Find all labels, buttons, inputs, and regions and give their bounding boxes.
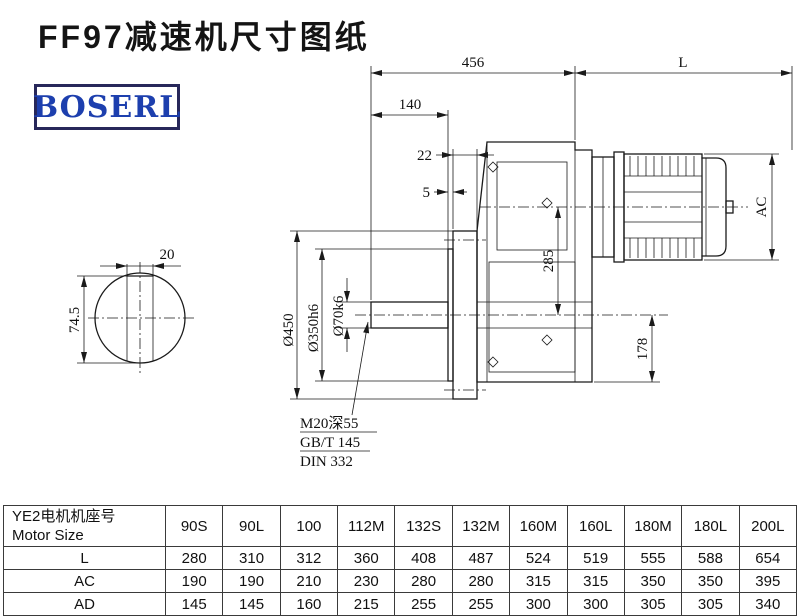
table-cell: 408	[394, 546, 453, 570]
col-header: 160L	[566, 505, 625, 547]
table-cell: 487	[451, 546, 511, 570]
motor-body	[623, 153, 703, 261]
col-header: 200L	[738, 505, 798, 547]
col-header: 132S	[394, 505, 453, 547]
main-view	[355, 141, 748, 400]
col-header: 160M	[509, 505, 568, 547]
motor-size-header: YE2电机机座号 Motor Size	[3, 505, 166, 547]
table-cell: 340	[738, 592, 798, 616]
table-cell: 145	[222, 592, 281, 616]
table-cell: 255	[451, 592, 511, 616]
row-label: L	[3, 546, 166, 570]
row-label: AC	[3, 569, 166, 593]
bolt-hole-marker	[541, 197, 553, 209]
motor-size-header-cn: YE2电机机座号	[12, 507, 116, 525]
page-title: FF97减速机尺寸图纸	[38, 19, 370, 55]
col-header: 132M	[451, 505, 511, 547]
table-row: AC 190 190 210 230 280 280 315 315 350 3…	[3, 569, 798, 593]
shaft-section-view: 20 74.5	[67, 247, 196, 374]
dim-L-label: L	[678, 55, 687, 71]
table-cell: 395	[738, 569, 798, 593]
table-cell: 305	[623, 592, 683, 616]
table-row: AD 145 145 160 215 255 255 300 300 305 3…	[3, 592, 798, 616]
table-cell: 190	[164, 569, 224, 593]
col-header: 180M	[623, 505, 683, 547]
table-cell: 360	[337, 546, 396, 570]
table-row: L 280 310 312 360 408 487 524 519 555 58…	[3, 546, 798, 570]
table-cell: 312	[279, 546, 339, 570]
table-cell: 588	[681, 546, 740, 570]
dim-spigot-dia-label: Ø350h6	[306, 303, 322, 352]
table-cell: 210	[279, 569, 339, 593]
table-cell: 555	[623, 546, 683, 570]
dim-140-label: 140	[399, 97, 422, 113]
motor	[591, 151, 734, 263]
motor-size-header-en: Motor Size	[12, 527, 84, 544]
thread-spec-label: M20深55	[300, 415, 358, 432]
bolt-hole-marker	[487, 161, 499, 173]
motor-rear-shaft	[725, 200, 734, 214]
thread-gb-standard: GB/T 145	[300, 435, 360, 451]
dim-20-label: 20	[160, 247, 175, 263]
table-cell: 654	[738, 546, 798, 570]
table-cell: 350	[623, 569, 683, 593]
col-header: 112M	[337, 505, 396, 547]
table-cell: 305	[681, 592, 740, 616]
table-cell: 190	[222, 569, 281, 593]
table-cell: 280	[451, 569, 511, 593]
table-cell: 255	[394, 592, 453, 616]
dimension-table: YE2电机机座号 Motor Size 90S 90L 100 112M 132…	[3, 505, 798, 616]
bolt-hole-marker	[487, 356, 499, 368]
table-cell: 315	[509, 569, 568, 593]
table-header-row: YE2电机机座号 Motor Size 90S 90L 100 112M 132…	[3, 505, 798, 547]
dim-5-label: 5	[423, 185, 431, 201]
table-cell: 315	[566, 569, 625, 593]
dim-key-height: 74.5	[67, 275, 140, 364]
thread-callout: M20深55 GB/T 145 DIN 332	[300, 321, 377, 470]
dim-AC-label: AC	[754, 197, 770, 218]
dim-178-label: 178	[635, 338, 651, 361]
dimensions: 456 L 140 22 5 AC 285 178 Ø4	[281, 55, 793, 470]
dim-shaft-dia-label: Ø70k6	[331, 295, 347, 336]
table-cell: 215	[337, 592, 396, 616]
table-cell: 145	[164, 592, 224, 616]
dim-74-5-label: 74.5	[67, 307, 83, 333]
col-header: 180L	[681, 505, 740, 547]
logo-text: BOSERL	[32, 89, 182, 125]
bolt-hole-marker	[541, 334, 553, 346]
table-cell: 524	[509, 546, 568, 570]
table-cell: 350	[681, 569, 740, 593]
thread-din-standard: DIN 332	[300, 454, 353, 470]
gearbox-housing	[476, 141, 593, 383]
table-cell: 280	[394, 569, 453, 593]
table-cell: 300	[509, 592, 568, 616]
table-cell: 280	[164, 546, 224, 570]
table-cell: 519	[566, 546, 625, 570]
table-cell: 300	[566, 592, 625, 616]
table-cell: 160	[279, 592, 339, 616]
table-cell: 310	[222, 546, 281, 570]
dim-22-label: 22	[417, 148, 432, 164]
technical-drawing: 20 74.5	[67, 55, 793, 470]
dim-key-width: 20	[100, 247, 181, 269]
dim-flange-dia-label: Ø450	[281, 313, 297, 346]
col-header: 90L	[222, 505, 281, 547]
row-label: AD	[3, 592, 166, 616]
dim-285-label: 285	[541, 250, 557, 273]
col-header: 90S	[164, 505, 224, 547]
col-header: 100	[279, 505, 339, 547]
dim-456-label: 456	[462, 55, 485, 71]
boserl-logo: BOSERL	[32, 84, 182, 130]
table-cell: 230	[337, 569, 396, 593]
